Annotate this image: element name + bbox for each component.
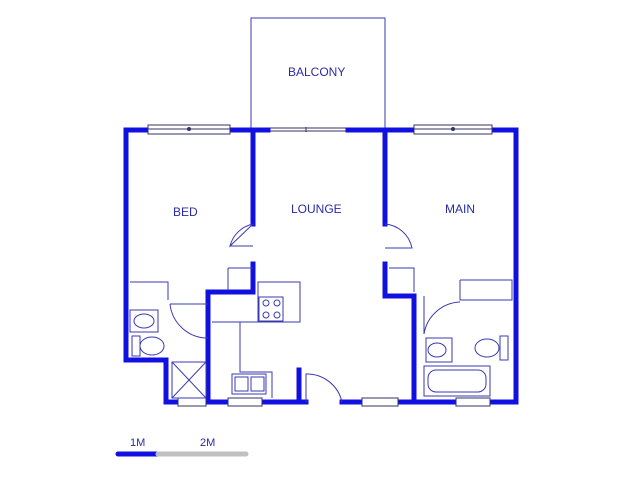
kitchen [212,281,301,398]
room-label-main: MAIN [445,202,475,216]
walls [123,127,519,405]
sliding-door [268,127,348,132]
doors [169,223,461,403]
bathroom-fixtures [129,309,509,399]
scale-label-1m: 1M [130,437,145,449]
windows [147,124,493,407]
scale-label-2m: 2M [200,437,215,449]
room-label-lounge: LOUNGE [291,202,342,216]
cupboards [130,267,513,301]
balcony-area [250,17,386,130]
room-label-bed: BED [173,205,198,219]
room-label-balcony: BALCONY [288,65,345,79]
